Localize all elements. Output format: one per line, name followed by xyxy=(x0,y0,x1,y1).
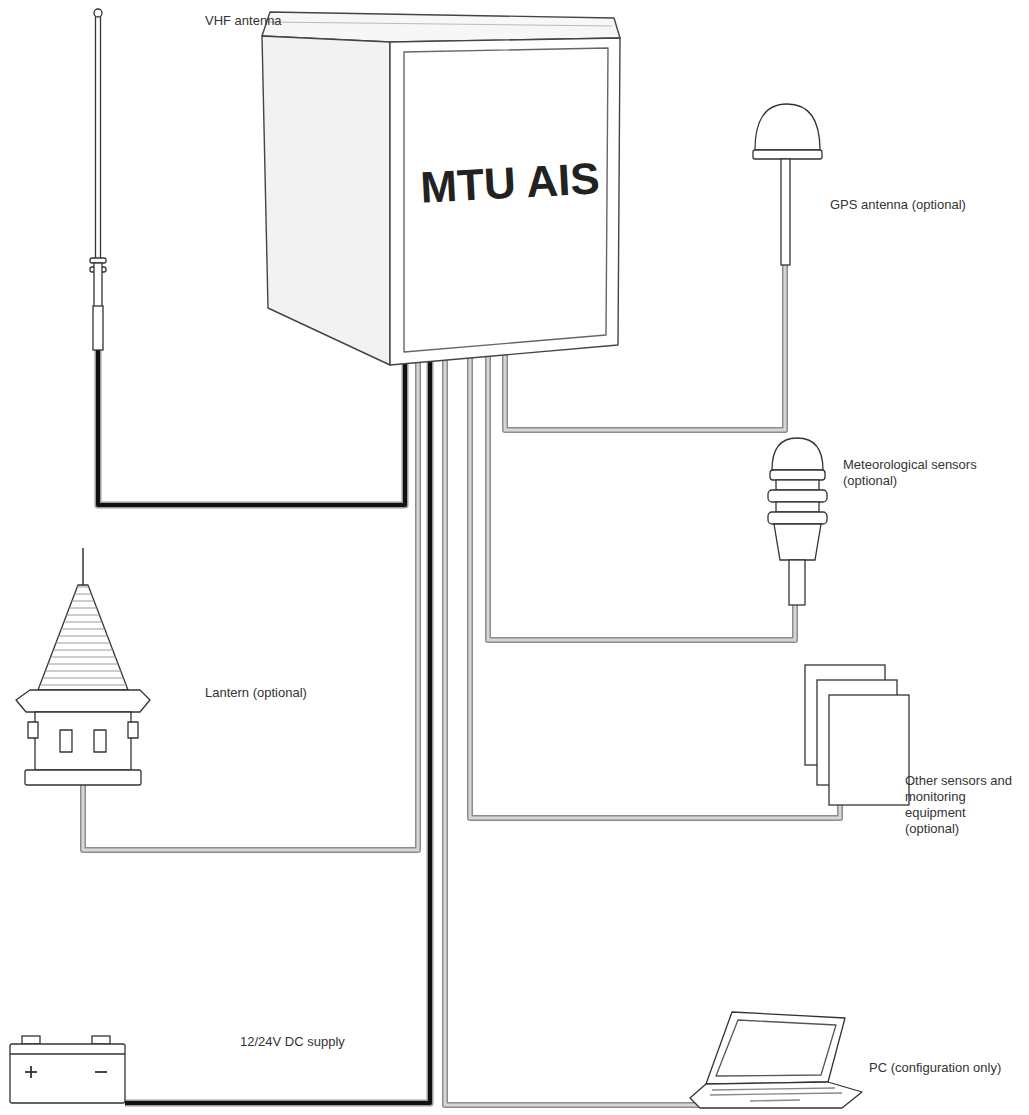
unit-title: MTU AIS xyxy=(409,153,611,213)
cable-stroke xyxy=(488,348,795,640)
equipment-label: GPS antenna (optional) xyxy=(830,197,1015,213)
signal-cable xyxy=(445,348,715,1105)
cable-stroke xyxy=(125,348,430,1103)
equipment-label: PC (configuration only) xyxy=(869,1060,1021,1076)
vhf-antenna xyxy=(90,9,106,350)
power-cable xyxy=(125,348,430,1103)
cable-stroke xyxy=(470,348,840,818)
battery xyxy=(10,1036,125,1103)
weather-sensor xyxy=(768,438,827,605)
power-cable xyxy=(98,348,405,505)
equipment-label: Other sensors and monitoring equipment (… xyxy=(905,773,1021,837)
ais-unit-box: MTU AIS xyxy=(262,8,624,348)
sensor-node: Meteorological sensors (optional) xyxy=(765,430,1024,605)
lantern xyxy=(16,548,150,785)
cable-stroke xyxy=(98,348,405,505)
antenna-node: VHF antenna xyxy=(70,5,300,350)
equipment-label: VHF antenna xyxy=(205,13,297,29)
cable-stroke xyxy=(488,348,795,640)
cable-stroke xyxy=(125,348,430,1103)
sensor-node: Other sensors and monitoring equipment (… xyxy=(800,655,1024,805)
signal-cable xyxy=(470,348,840,818)
monitoring-documents xyxy=(805,665,909,805)
cable-stroke xyxy=(470,348,840,818)
signal-cable xyxy=(488,348,795,640)
cable-stroke xyxy=(445,348,715,1105)
lantern-node: Lantern (optional) xyxy=(10,545,310,785)
ais-housing xyxy=(262,12,620,365)
power-node: 12/24V DC supply xyxy=(5,1030,350,1103)
cable-stroke xyxy=(445,348,715,1105)
equipment-label: Lantern (optional) xyxy=(205,685,307,701)
cable-stroke xyxy=(98,348,405,505)
gps-antenna xyxy=(753,104,822,265)
laptop xyxy=(690,1012,862,1108)
antenna-node: GPS antenna (optional) xyxy=(745,100,1024,265)
equipment-label: Meteorological sensors (optional) xyxy=(843,457,1015,489)
equipment-label: 12/24V DC supply xyxy=(240,1034,348,1050)
pc-node: PC (configuration only) xyxy=(685,1010,1024,1105)
